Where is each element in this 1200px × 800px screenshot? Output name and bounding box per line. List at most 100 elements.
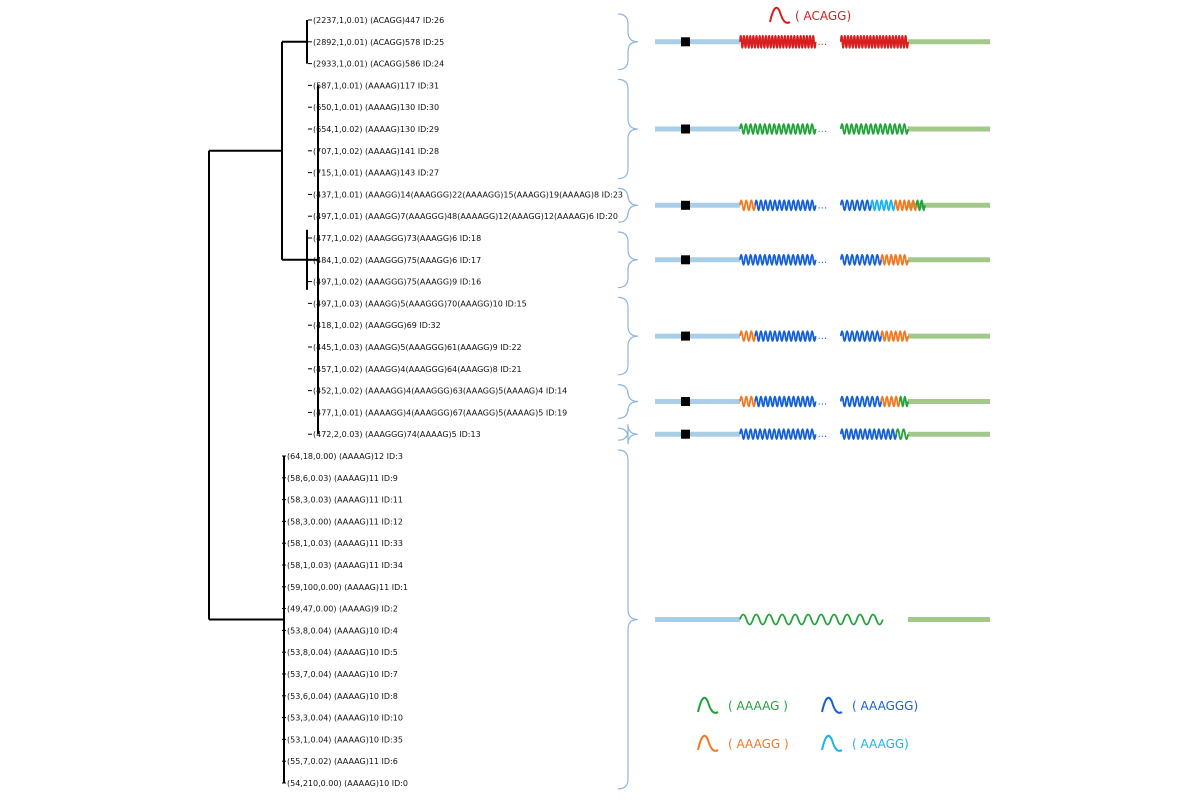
repeat-wave — [739, 428, 817, 441]
leaf-label: (53,7,0.04) (AAAAG)10 ID:7 — [287, 670, 398, 679]
repeat-wave — [754, 395, 817, 408]
leaf-label: (472,2,0.03) (AAAGGG)74(AAAAG)5 ID:13 — [313, 430, 481, 439]
repeat-wave — [739, 613, 884, 626]
leaf-label: (437,1,0.01) (AAAGG)14(AAAGGG)22(AAAAGG)… — [313, 190, 623, 199]
repeat-wave — [739, 395, 757, 408]
gap-dots: ... — [818, 331, 828, 342]
repeat-wave — [898, 395, 909, 408]
repeat-wave — [880, 395, 901, 408]
repeat-wave — [893, 199, 918, 212]
legend-label: ( AAAAG ) — [728, 699, 788, 713]
group-brace — [617, 424, 639, 445]
repeat-wave — [839, 330, 883, 342]
repeat-wave — [839, 428, 898, 441]
repeat-wave — [739, 123, 817, 135]
repeat-wave — [880, 253, 909, 266]
top-legend: ( ACAGG) — [769, 6, 851, 24]
leaf-label: (58,1,0.03) (AAAAG)11 ID:34 — [287, 561, 403, 570]
repeat-wave — [739, 199, 757, 212]
leaf-label: (707,1,0.02) (AAAAG)141 ID:28 — [313, 147, 439, 156]
group-brace — [617, 78, 639, 180]
leaf-label: (55,7,0.02) (AAAAG)11 ID:6 — [287, 757, 398, 766]
leaf-label: (53,3,0.04) (AAAAG)10 ID:10 — [287, 714, 403, 723]
repeat-wave — [880, 330, 909, 342]
leaf-label: (715,1,0.01) (AAAAG)143 ID:27 — [313, 169, 439, 178]
repeat-wave — [754, 330, 817, 342]
marker-square — [681, 124, 690, 134]
repeat-wave — [739, 330, 757, 342]
group-brace — [617, 231, 639, 289]
legend-label: ( AAAGGG) — [852, 699, 918, 713]
leaf-label: (477,1,0.02) (AAAGGG)73(AAAGG)6 ID:18 — [313, 234, 481, 243]
group-brace — [617, 187, 639, 223]
marker-square — [681, 200, 690, 210]
repeat-wave — [895, 428, 909, 441]
gap-dots: ... — [818, 429, 828, 440]
leaf-label: (2237,1,0.01) (ACAGG)447 ID:26 — [313, 16, 444, 25]
gap-dots: ... — [818, 255, 828, 266]
group-brace — [617, 449, 639, 790]
leaf-label: (49,47,0.00) (AAAAG)9 ID:2 — [287, 605, 398, 614]
leaf-label: (497,1,0.02) (AAAGGG)75(AAAGG)9 ID:16 — [313, 278, 481, 287]
repeat-wave — [839, 253, 883, 266]
motif-legend: ( AAAAG )( AAAGGG)( AAAGG )( AAAGG) — [697, 696, 918, 752]
leaf-label: (452,1,0.02) (AAAAGG)4(AAAGGG)63(AAAGG)5… — [313, 387, 567, 396]
repeat-structures: ..................... — [655, 34, 990, 626]
leaf-label: (64,18,0.00) (AAAAG)12 ID:3 — [287, 452, 403, 461]
phylogenetic-tree — [208, 20, 319, 783]
leaf-label: (53,6,0.04) (AAAAG)10 ID:8 — [287, 692, 398, 701]
legend-wave — [697, 734, 719, 752]
leaf-label: (587,1,0.01) (AAAAG)117 ID:31 — [313, 81, 439, 90]
group-brace — [617, 296, 639, 376]
repeat-wave — [839, 34, 909, 49]
group-braces — [617, 13, 639, 790]
marker-square — [681, 331, 690, 341]
repeat-wave — [915, 199, 926, 212]
leaf-label: (497,1,0.03) (AAAGG)5(AAAGGG)70(AAAGG)10… — [313, 299, 527, 308]
leaf-label: (54,210,0.00) (AAAAG)10 ID:0 — [287, 779, 408, 788]
group-brace — [617, 13, 639, 71]
leaf-label: (497,1,0.01) (AAAGG)7(AAAGGG)48(AAAAGG)1… — [313, 212, 618, 221]
repeat-wave — [839, 395, 883, 408]
marker-square — [681, 429, 690, 439]
leaf-label: (58,3,0.00) (AAAAG)11 ID:12 — [287, 517, 403, 526]
leaf-label: (53,8,0.04) (AAAAG)10 ID:5 — [287, 648, 398, 657]
repeat-wave — [839, 123, 909, 135]
leaf-label: (418,1,0.02) (AAAGGG)69 ID:32 — [313, 321, 441, 330]
gap-dots: ... — [818, 397, 828, 408]
leaf-label: (53,8,0.04) (AAAAG)10 ID:4 — [287, 626, 398, 635]
legend-wave — [697, 696, 719, 714]
leaf-label: (58,3,0.03) (AAAAG)11 ID:11 — [287, 496, 403, 505]
leaf-label: (2933,1,0.01) (ACAGG)586 ID:24 — [313, 60, 444, 69]
group-brace — [617, 384, 639, 419]
legend-wave — [769, 6, 791, 24]
marker-square — [681, 37, 690, 47]
leaf-label: (58,6,0.03) (AAAAG)11 ID:9 — [287, 474, 398, 483]
repeat-wave — [870, 199, 896, 212]
legend-wave — [821, 734, 843, 752]
leaf-label: (2892,1,0.01) (ACAGG)578 ID:25 — [313, 38, 444, 47]
leaf-label: (477,1,0.01) (AAAAGG)4(AAAGGG)67(AAAGG)5… — [313, 408, 567, 417]
leaf-label: (650,1,0.01) (AAAAG)130 ID:30 — [313, 103, 439, 112]
repeat-wave — [839, 199, 872, 212]
leaf-label: (457,1,0.02) (AAAGG)4(AAAGGG)64(AAAGG)8 … — [313, 365, 522, 374]
leaf-label: (445,1,0.03) (AAAGG)5(AAAGGG)61(AAAGG)9 … — [313, 343, 522, 352]
leaf-label: (484,1,0.02) (AAAGGG)75(AAAGG)6 ID:17 — [313, 256, 481, 265]
gap-dots: ... — [818, 200, 828, 211]
marker-square — [681, 397, 690, 406]
leaf-label: (654,1,0.02) (AAAAG)130 ID:29 — [313, 125, 439, 134]
gap-dots: ... — [818, 37, 828, 48]
leaf-label: (59,100,0.00) (AAAAG)11 ID:1 — [287, 583, 408, 592]
leaf-labels: (2237,1,0.01) (ACAGG)447 ID:26 (2892,1,0.… — [282, 16, 623, 788]
marker-square — [681, 255, 690, 265]
repeat-wave — [739, 253, 817, 266]
legend-label: ( ACAGG) — [795, 9, 851, 23]
leaf-label: (53,1,0.04) (AAAAG)10 ID:35 — [287, 735, 403, 744]
gap-dots: ... — [818, 124, 828, 135]
repeat-wave — [739, 34, 817, 49]
repeat-wave — [754, 199, 817, 212]
legend-wave — [821, 696, 843, 714]
leaf-label: (58,1,0.03) (AAAAG)11 ID:33 — [287, 539, 403, 548]
legend-label: ( AAAGG ) — [728, 737, 789, 751]
